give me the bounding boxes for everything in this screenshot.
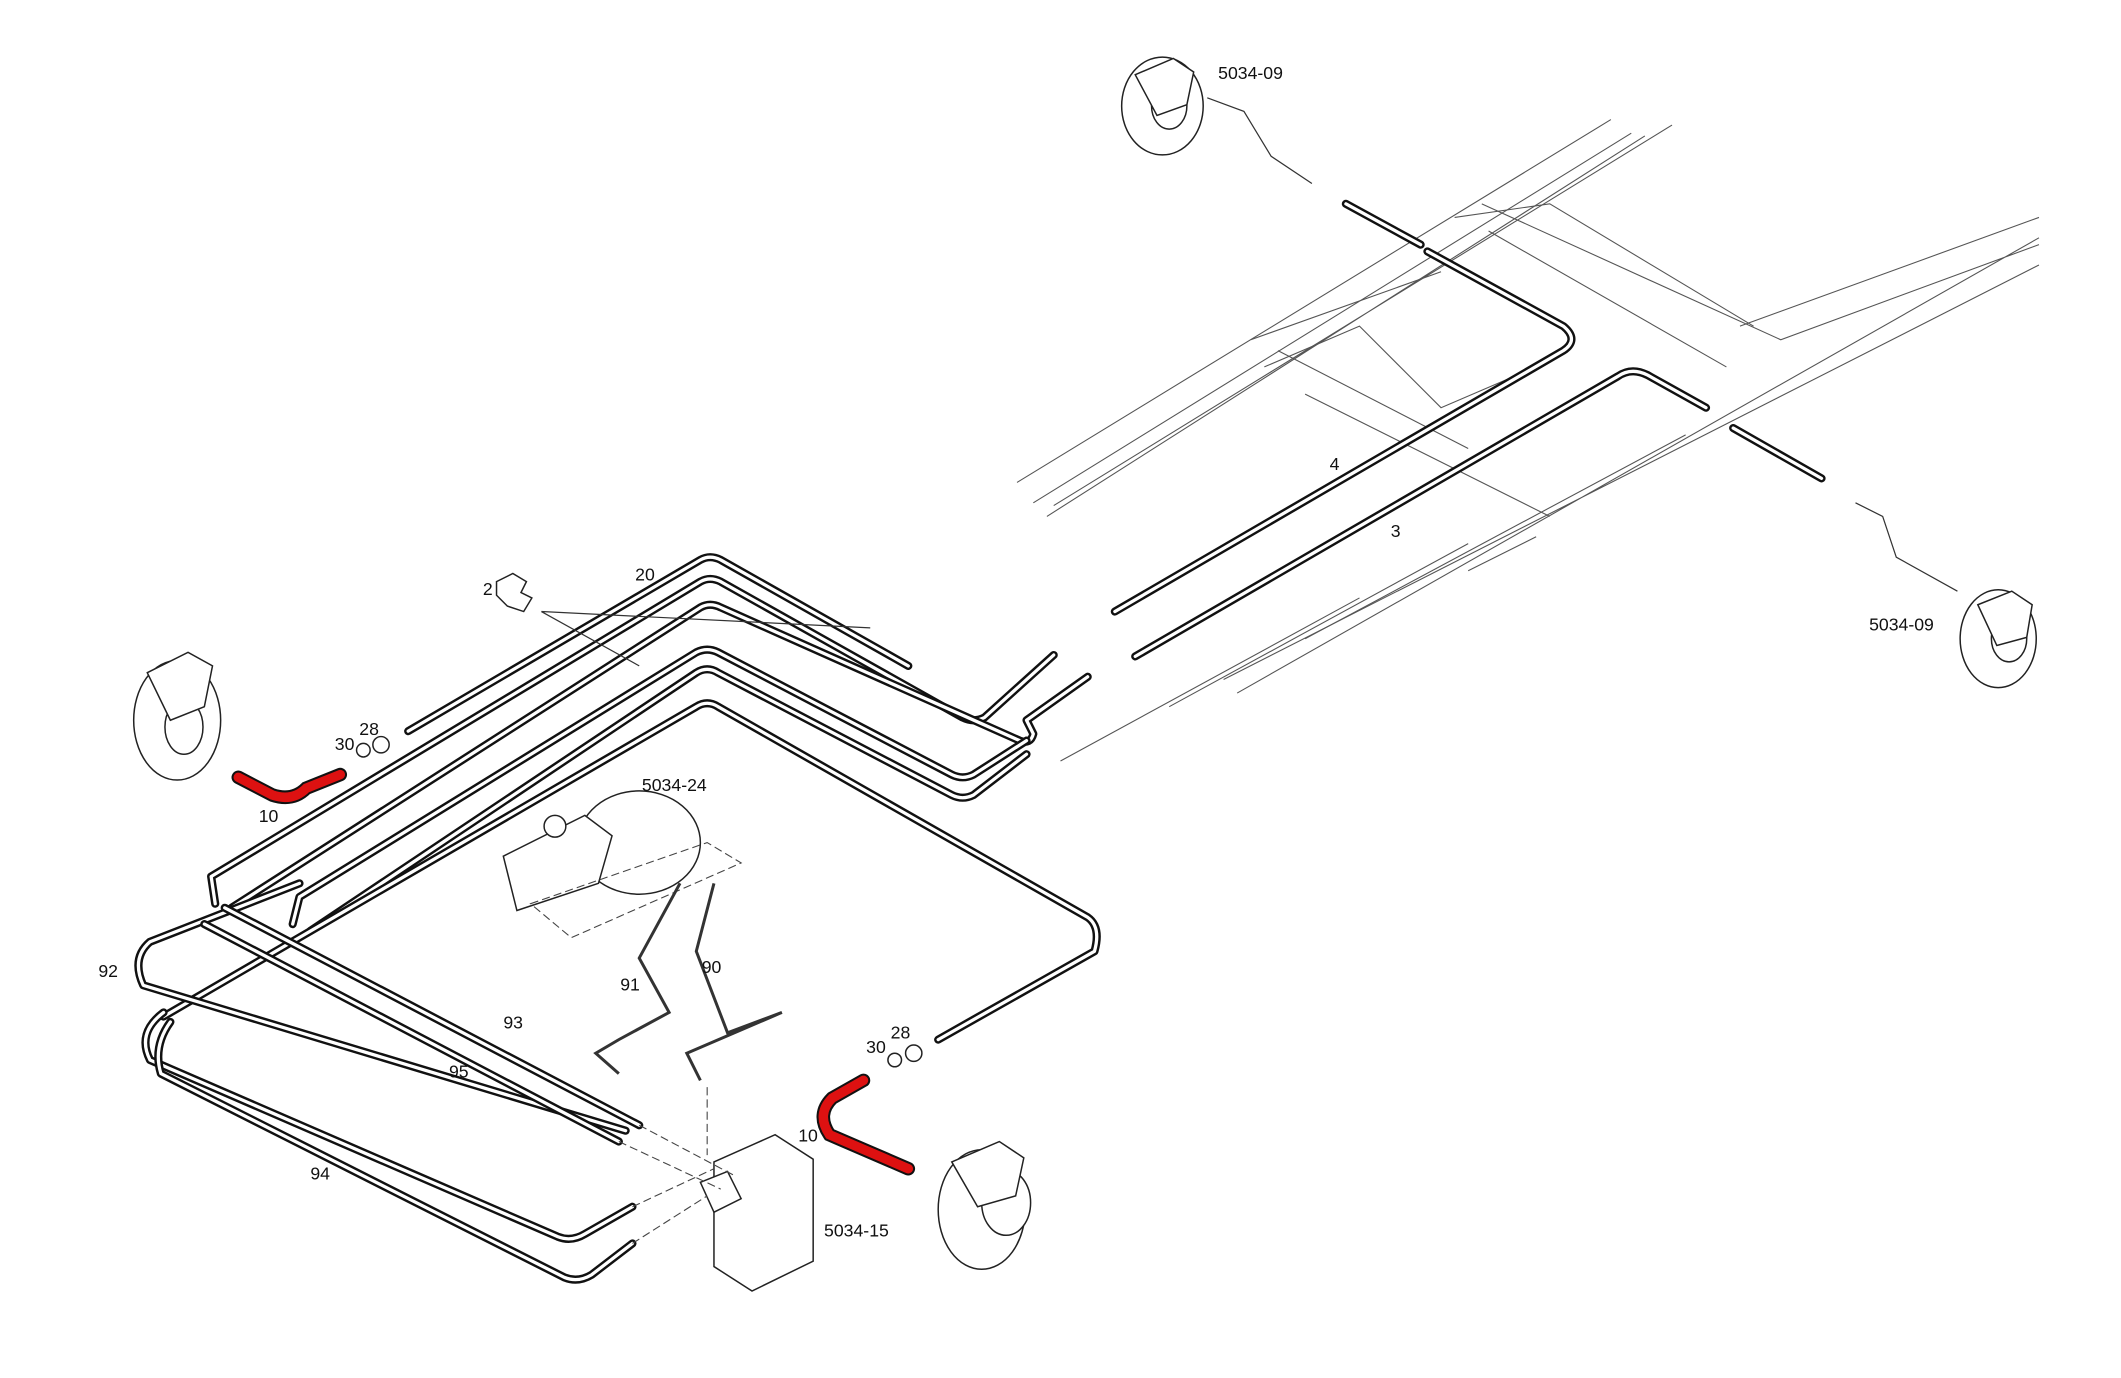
- label-rear-caliper-top: 5034-09: [1218, 63, 1283, 83]
- label-pipe-95: 95: [449, 1062, 469, 1082]
- label-hose-10-right: 10: [798, 1126, 818, 1146]
- brake-hose-10-left[interactable]: [231, 767, 348, 805]
- pipe-20[interactable]: [404, 553, 913, 736]
- label-pipe-91: 91: [620, 975, 640, 995]
- pipe-94[interactable]: [141, 1008, 637, 1284]
- pipe-front-d[interactable]: [288, 645, 1031, 929]
- chassis-frame: [1016, 119, 2040, 762]
- label-clip-2: 2: [483, 579, 493, 599]
- front-right-brake-disc[interactable]: [937, 1140, 1032, 1271]
- master-cylinder-booster[interactable]: [502, 790, 743, 939]
- pipe-91[interactable]: [593, 882, 682, 1075]
- abs-unit[interactable]: [618, 1087, 814, 1292]
- clip-2[interactable]: [495, 572, 871, 667]
- label-pipe-94: 94: [310, 1164, 330, 1184]
- brake-hose-10-right[interactable]: [816, 1073, 916, 1176]
- label-hose-10-left: 10: [259, 806, 279, 826]
- washers-left[interactable]: [355, 735, 390, 758]
- washers-right[interactable]: [887, 1044, 923, 1068]
- pipe-rear-right[interactable]: [1729, 424, 1826, 483]
- pipe-92[interactable]: [134, 879, 630, 1135]
- label-pipe-3: 3: [1391, 521, 1401, 541]
- label-washer-30-right: 30: [866, 1037, 886, 1057]
- rear-right-brake-disc[interactable]: [1855, 502, 2037, 689]
- pipe-front-e[interactable]: [306, 665, 1031, 935]
- rear-left-brake-disc[interactable]: [1120, 56, 1313, 184]
- pipe-90[interactable]: [684, 882, 783, 1082]
- pipe-3[interactable]: [1131, 367, 1711, 661]
- label-abs-unit: 5034-15: [824, 1221, 889, 1241]
- label-pipe-90: 90: [702, 957, 722, 977]
- pipe-rear-top[interactable]: [1341, 199, 1425, 249]
- label-pipe-92: 92: [98, 961, 118, 981]
- label-pipe-20: 20: [635, 564, 655, 584]
- pipe-93[interactable]: [220, 903, 644, 1130]
- label-washer-28-left: 28: [359, 719, 379, 739]
- label-rear-caliper-right: 5034-09: [1869, 615, 1934, 635]
- label-pipe-4: 4: [1330, 454, 1340, 474]
- front-left-brake-disc[interactable]: [132, 651, 222, 781]
- label-washer-28-right: 28: [891, 1022, 911, 1042]
- pipe-95[interactable]: [200, 920, 623, 1146]
- pipe-4[interactable]: [1110, 247, 1576, 616]
- label-pipe-93: 93: [503, 1013, 523, 1033]
- pipe-front-loop[interactable]: [159, 699, 1101, 1044]
- label-master-cylinder: 5034-24: [642, 775, 707, 795]
- label-washer-30-left: 30: [335, 734, 355, 754]
